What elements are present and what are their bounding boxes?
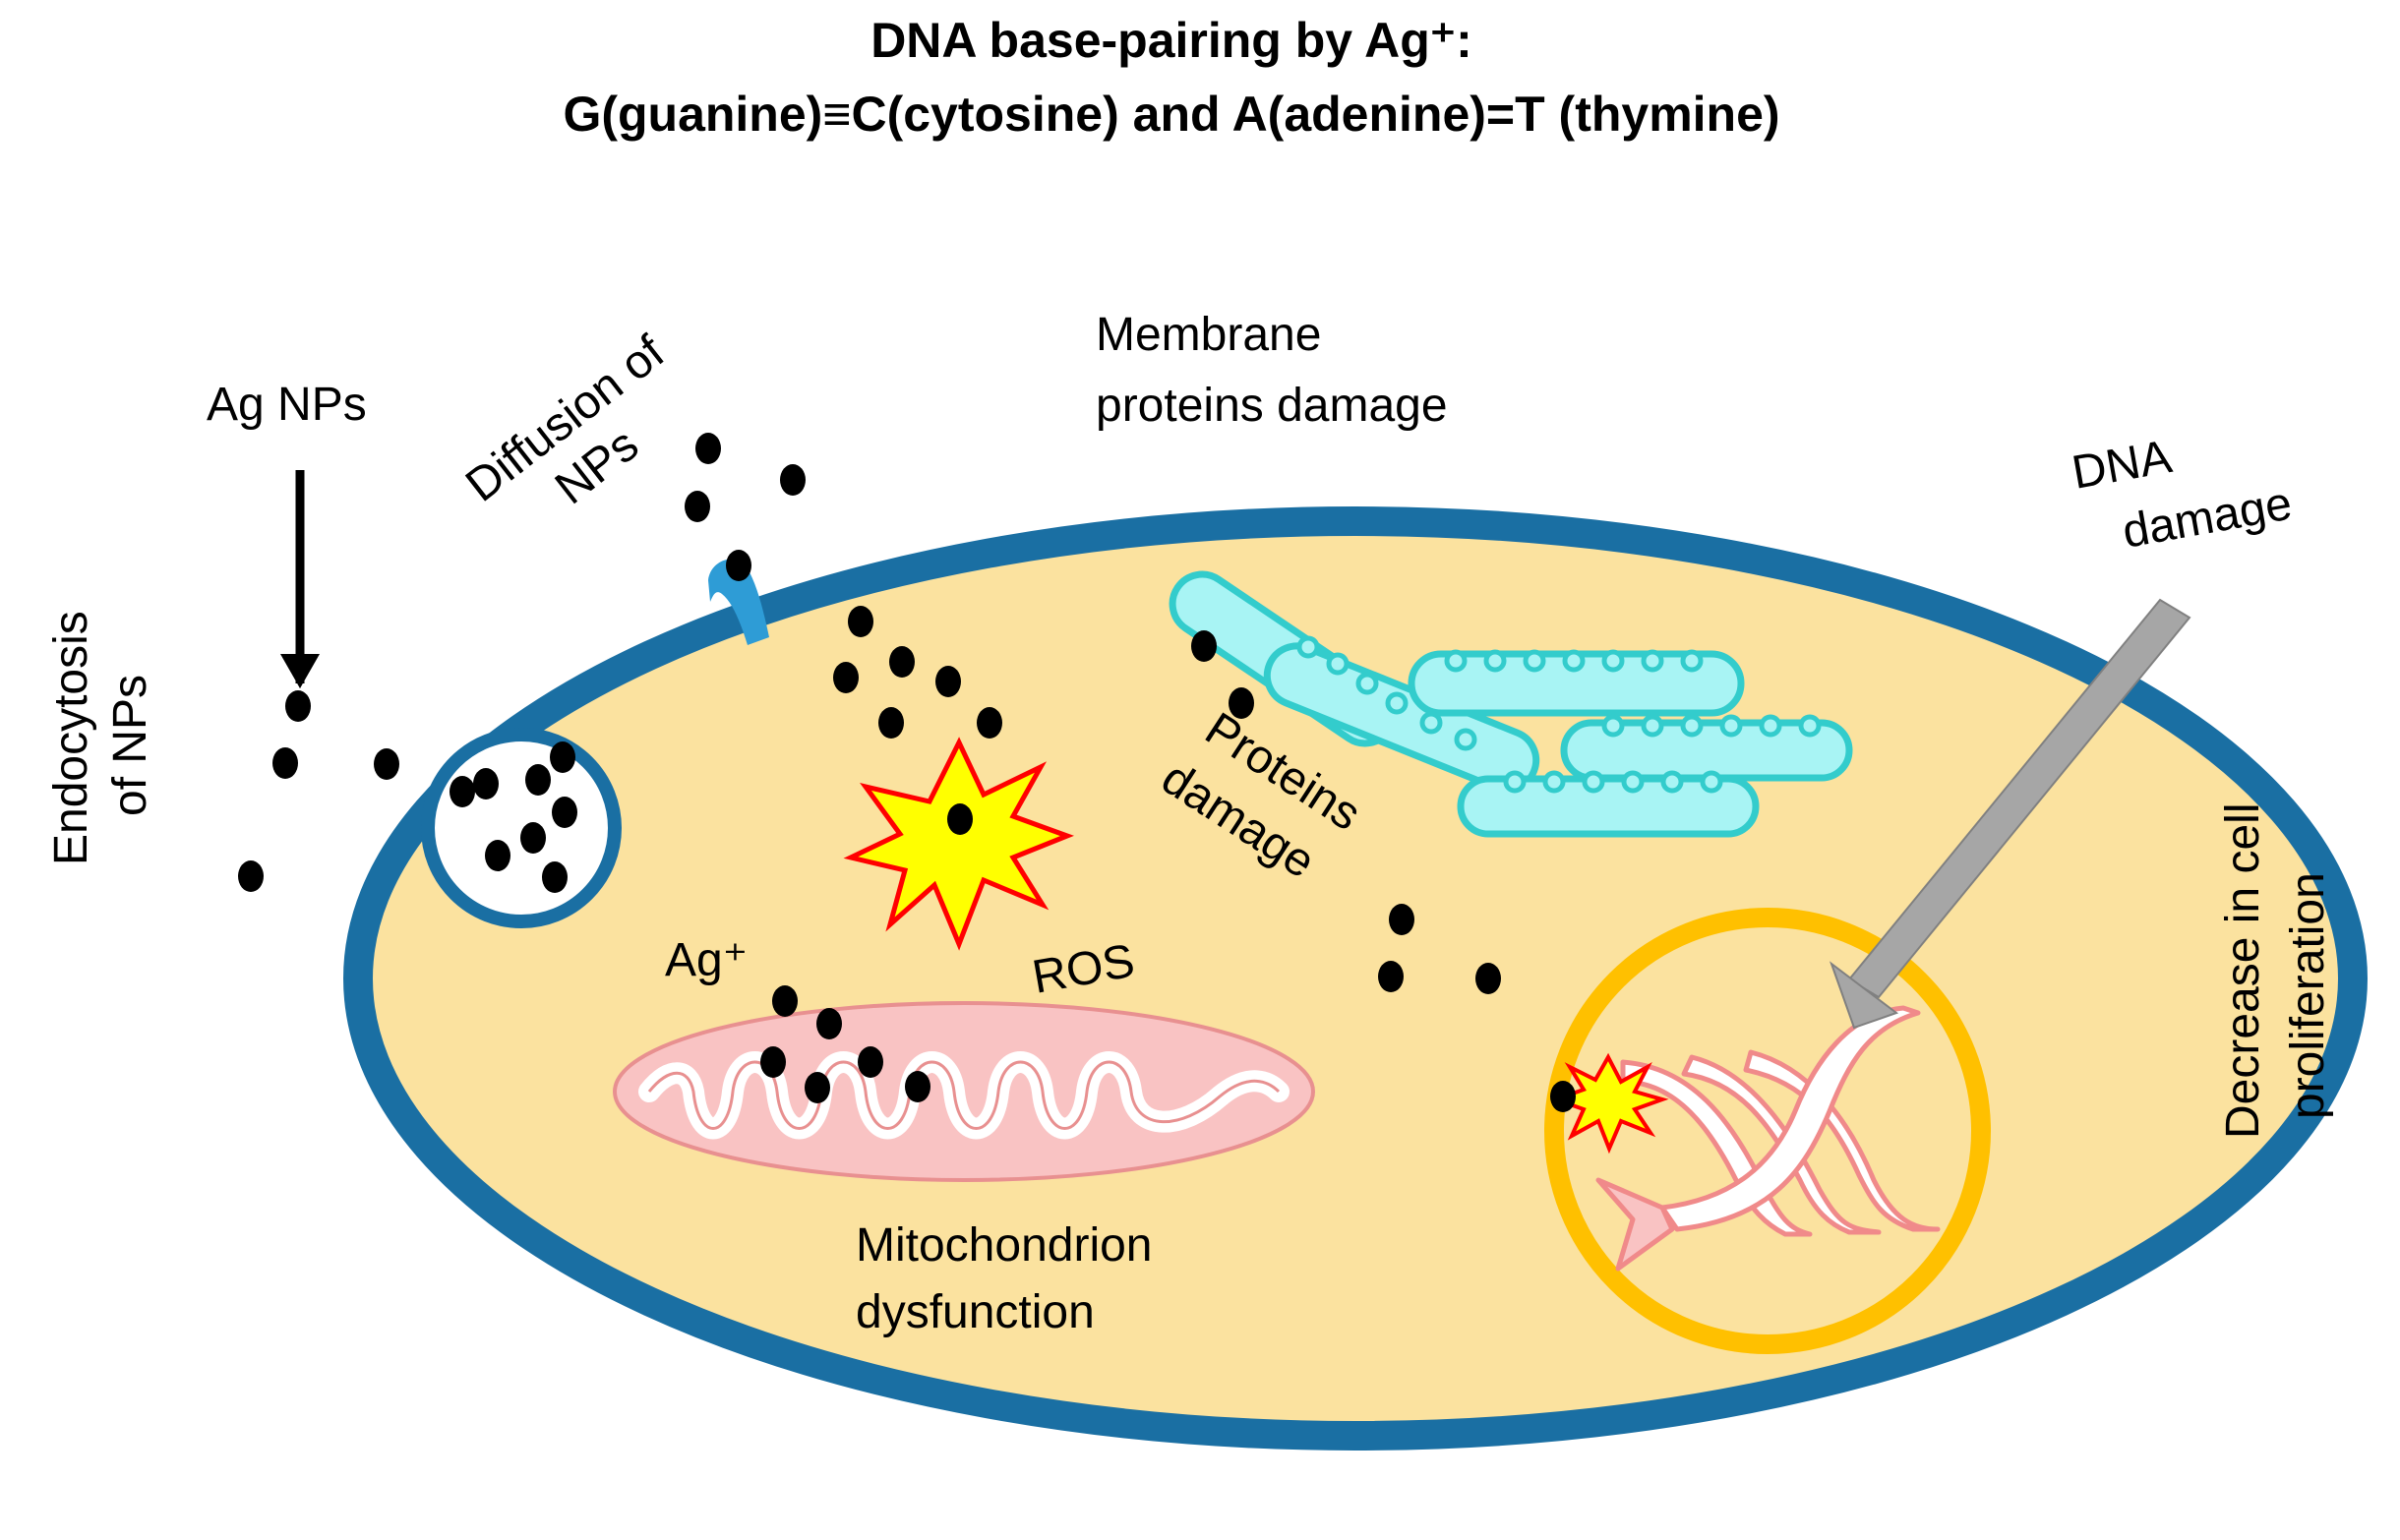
np-dot: [780, 464, 806, 496]
np-dot: [285, 690, 311, 722]
np-dot: [1378, 961, 1404, 992]
mitochondrion: [613, 1001, 1315, 1182]
np-dot: [760, 1046, 786, 1078]
np-dot: [726, 550, 751, 581]
membrane-channel-protein: [708, 559, 769, 645]
np-dot: [695, 433, 721, 464]
nucleus: [1544, 908, 1991, 1354]
np-dot: [1229, 687, 1254, 719]
label-dna-damage-line-2: damage: [2119, 478, 2296, 559]
label-ag-nps: Ag NPs: [207, 379, 367, 431]
np-dot: [858, 1046, 883, 1078]
label-endocytosis-line-2: of NPs: [104, 675, 156, 816]
np-dot: [525, 764, 551, 796]
ag-nps-arrowhead: [280, 654, 320, 688]
label-membrane-damage: Membrane proteins damage: [1096, 309, 1448, 432]
ros-burst-large: [843, 737, 1075, 951]
ros-burst-nucleus: [1550, 1052, 1669, 1155]
np-dot: [1191, 630, 1217, 662]
label-mitochondrion-line-2: dysfunction: [856, 1286, 1095, 1338]
np-dot: [1389, 904, 1414, 935]
np-dot: [550, 741, 575, 773]
label-membrane-damage-line-1: Membrane: [1096, 309, 1321, 361]
np-dot: [473, 768, 499, 800]
np-dot: [520, 822, 546, 854]
np-dot: [552, 797, 577, 828]
cell-membrane: [343, 506, 2368, 1451]
label-proliferation-line-2: proliferation: [2282, 872, 2334, 1119]
title-line-1: DNA base-pairing by Ag⁺:: [870, 13, 1472, 68]
np-dot: [905, 1071, 930, 1102]
er-cisterna-5: [1457, 775, 1760, 838]
label-proliferation-line-1: Decrease in cell: [2217, 803, 2269, 1139]
dna-damage-arrow: [1829, 598, 2191, 1030]
np-dot: [805, 1072, 830, 1103]
silver-nanoparticles: [238, 433, 1576, 1112]
label-endocytosis: Endocytosis of NPs: [45, 598, 156, 865]
np-dot: [685, 491, 710, 522]
label-ag-ion: Ag⁺: [665, 934, 748, 986]
np-dot: [889, 646, 915, 678]
np-dot: [947, 803, 973, 835]
er-ribosomes: [1296, 635, 1822, 794]
np-dot: [272, 747, 298, 779]
label-diffusion: Diffusion of NPs: [456, 318, 719, 557]
dna-helix: [1595, 1005, 1941, 1272]
np-dot: [542, 861, 568, 893]
np-dot: [848, 606, 873, 637]
np-dot: [485, 840, 510, 871]
np-dot: [1475, 963, 1501, 994]
label-dna-damage: DNA damage: [2069, 412, 2296, 565]
np-dot: [1550, 1081, 1576, 1112]
np-dot: [935, 666, 961, 697]
np-dot: [772, 985, 798, 1017]
label-mitochondrion: Mitochondrion dysfunction: [856, 1219, 1166, 1338]
np-dot: [833, 662, 859, 693]
label-membrane-damage-line-2: proteins damage: [1096, 380, 1448, 432]
title-line-2: G(guanine)≡C(cytosine) and A(adenine)=T …: [563, 87, 1779, 142]
np-dot: [450, 776, 475, 807]
np-dot: [816, 1008, 842, 1039]
label-proliferation: Decrease in cell proliferation: [2217, 790, 2334, 1139]
np-dot: [878, 707, 904, 739]
endocytic-vesicle: [421, 728, 622, 928]
label-dna-damage-line-1: DNA: [2069, 431, 2176, 500]
np-dot: [977, 707, 1002, 739]
label-endocytosis-line-1: Endocytosis: [45, 611, 97, 865]
np-dot: [238, 860, 264, 892]
label-mitochondrion-line-1: Mitochondrion: [856, 1219, 1153, 1272]
np-dot: [374, 748, 399, 780]
